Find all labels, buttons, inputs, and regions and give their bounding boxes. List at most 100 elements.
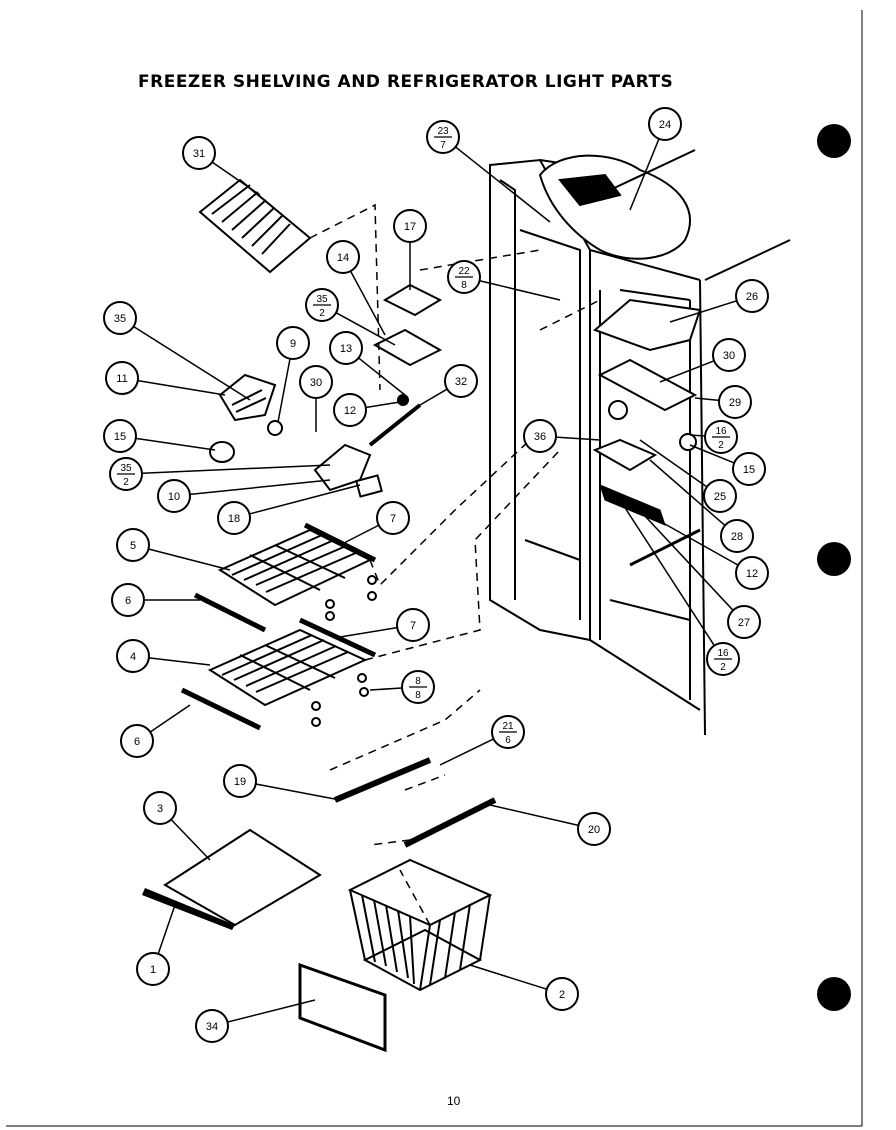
light-cover-plate <box>593 298 702 352</box>
callout-circle <box>217 501 251 535</box>
shelf-upper <box>217 528 373 607</box>
callout-number: 12 <box>746 568 758 580</box>
leader-c28 <box>649 459 726 527</box>
callout-number: 8 <box>415 676 421 687</box>
callout-c22: 228 <box>447 260 481 294</box>
leader-c35a <box>133 325 251 401</box>
leader-c35c <box>141 464 331 475</box>
callout-circle <box>116 528 150 562</box>
callout-circle <box>648 107 682 141</box>
callout-c6b: 6 <box>120 724 154 758</box>
shelf-screw <box>325 611 335 621</box>
shelf-rail-lower-right <box>298 617 377 658</box>
callout-number: 26 <box>746 291 758 303</box>
callout-number: 23 <box>437 126 449 137</box>
callout-c35c: 352 <box>109 457 143 491</box>
callout-c23: 237 <box>426 120 460 154</box>
callout-c4: 4 <box>116 639 150 673</box>
callout-c35a: 35 <box>103 301 137 335</box>
leader-c16b <box>619 499 715 646</box>
leader-c12b <box>639 509 739 566</box>
callout-number: 11 <box>116 373 127 385</box>
leader-c15b <box>689 444 735 464</box>
callout-c29: 29 <box>718 385 752 419</box>
callout-c18: 18 <box>217 501 251 535</box>
callout-circle <box>718 385 752 419</box>
callout-c20: 20 <box>577 812 611 846</box>
leader-c12a <box>365 401 401 409</box>
callout-circle <box>111 583 145 617</box>
page-title: FREEZER SHELVING AND REFRIGERATOR LIGHT … <box>138 72 674 92</box>
callout-number: 18 <box>228 513 240 525</box>
callout-number: 15 <box>743 464 755 476</box>
callout-number: 20 <box>588 824 600 836</box>
callout-circle <box>157 479 191 513</box>
callout-c8: 88 <box>401 670 435 704</box>
callout-number: 10 <box>168 491 180 503</box>
leader-c7b <box>339 626 398 638</box>
shelf-screw <box>359 687 369 697</box>
shelf-screw <box>367 591 377 601</box>
callout-subnumber: 7 <box>440 140 446 151</box>
shelf-rail-upper-left <box>193 592 267 633</box>
callout-number: 1 <box>150 964 156 976</box>
leader-c6b <box>149 704 191 733</box>
callout-subnumber: 2 <box>319 308 325 319</box>
callout-c3: 3 <box>143 791 177 825</box>
spring-32 <box>368 403 422 447</box>
callout-c14: 14 <box>326 240 360 274</box>
callout-circle <box>299 365 333 399</box>
callout-circle <box>720 519 754 553</box>
callout-number: 4 <box>130 651 136 663</box>
callout-number: 25 <box>714 491 726 503</box>
shelf-screw <box>357 673 367 683</box>
leader-c26 <box>669 300 737 323</box>
leader-c5 <box>148 548 231 571</box>
leader-c31 <box>211 161 261 196</box>
callout-number: 7 <box>390 513 396 525</box>
callout-circle <box>712 338 746 372</box>
callout-number: 31 <box>193 148 205 160</box>
callout-subnumber: 2 <box>720 662 726 673</box>
callout-c15a: 15 <box>103 419 137 453</box>
socket-9 <box>267 420 283 436</box>
leader-c11 <box>137 379 226 396</box>
leader-c10 <box>189 479 331 496</box>
callout-circle <box>703 479 737 513</box>
callout-circle <box>523 419 557 453</box>
leader-c21 <box>439 738 494 766</box>
leader-c13 <box>358 357 406 396</box>
callout-circle <box>136 952 170 986</box>
callout-number: 14 <box>337 252 349 264</box>
leader-c23 <box>455 146 551 223</box>
leader-c20 <box>489 804 579 827</box>
callout-c15b: 15 <box>732 452 766 486</box>
leader-lines <box>133 138 739 1023</box>
callout-circle <box>105 361 139 395</box>
shelf-lower <box>207 628 368 707</box>
callout-number: 34 <box>206 1021 218 1033</box>
light-cover-11 <box>218 373 277 422</box>
callout-subnumber: 8 <box>461 280 467 291</box>
shelf-screw <box>367 575 377 585</box>
callout-number: 35 <box>114 313 126 325</box>
callout-c7b: 7 <box>396 608 430 642</box>
callout-circle <box>444 364 478 398</box>
callout-number: 19 <box>234 776 246 788</box>
callout-circle <box>376 501 410 535</box>
screw-12 <box>397 394 409 406</box>
callout-number: 6 <box>125 595 131 607</box>
callout-circle <box>396 608 430 642</box>
light-bulb-right-2 <box>679 433 697 451</box>
binder-hole-bottom <box>817 977 851 1011</box>
callout-c27: 27 <box>727 605 761 639</box>
leader-c18 <box>249 484 361 515</box>
callout-number: 22 <box>458 266 470 277</box>
callout-circle <box>182 136 216 170</box>
callout-c35b: 352 <box>305 288 339 322</box>
shelf-screw <box>311 701 321 711</box>
page-frame <box>6 10 863 1127</box>
callout-circle <box>735 279 769 313</box>
